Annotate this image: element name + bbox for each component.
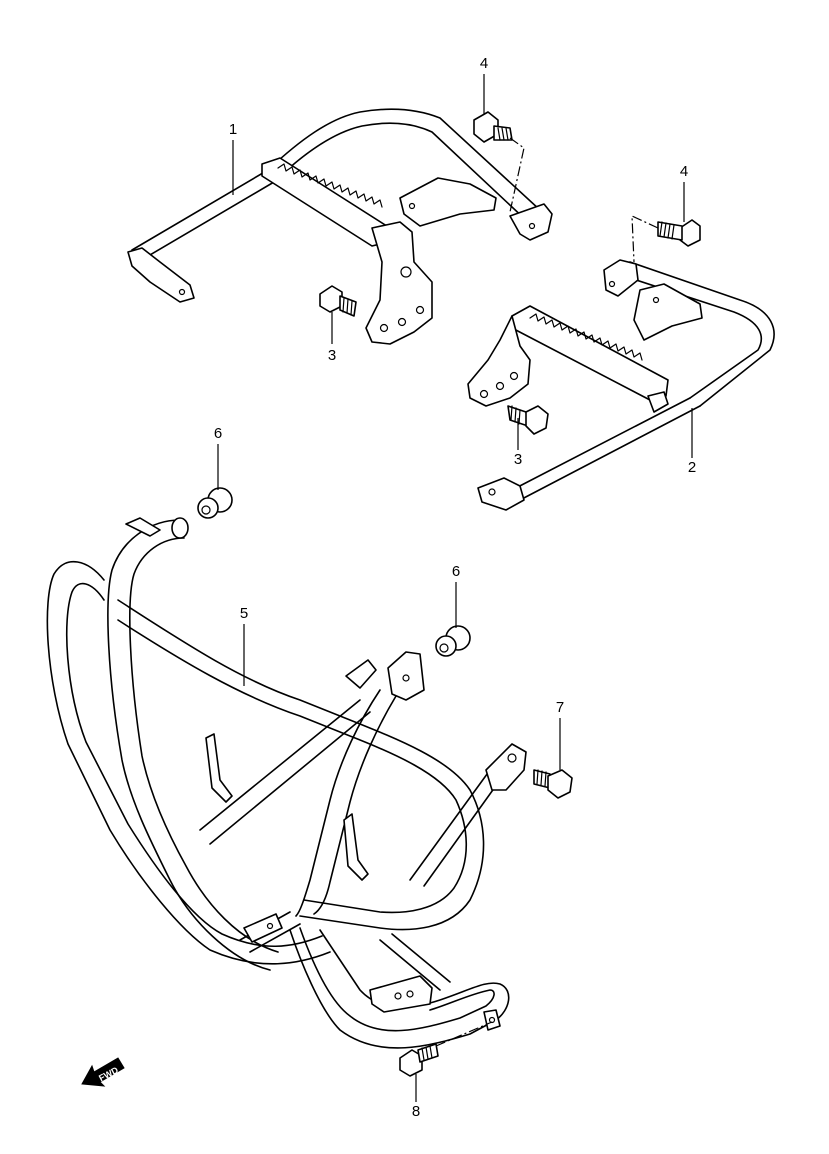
bolt-8 — [399, 1043, 439, 1077]
callout-4-lower: 4 — [679, 163, 689, 180]
front-bumper — [46, 517, 527, 1049]
leader-lines — [217, 74, 693, 1102]
bolt-3-left — [319, 285, 357, 317]
callout-2: 2 — [687, 459, 697, 476]
grommet-6-upper — [197, 487, 233, 519]
alignment-line-bolt-4-upper — [509, 137, 525, 213]
callout-1: 1 — [228, 121, 238, 138]
callout-3-left: 3 — [327, 347, 337, 364]
callout-8: 8 — [411, 1103, 421, 1120]
callout-6-upper: 6 — [213, 425, 223, 442]
footrest-bracket-left — [127, 108, 553, 345]
alignment-line-bolt-8 — [435, 1021, 493, 1047]
bolt-4-upper — [473, 111, 513, 143]
callout-4-upper: 4 — [479, 55, 489, 72]
footrest-bracket-right — [467, 259, 775, 511]
alignment-line-bolt-4-lower — [631, 215, 659, 263]
bolt-3-right — [507, 405, 549, 435]
callout-6-lower: 6 — [451, 563, 461, 580]
bolt-4-lower — [657, 219, 701, 247]
bolt-7 — [533, 769, 573, 799]
callout-5: 5 — [239, 605, 249, 622]
grommet-6-lower — [435, 625, 471, 657]
callout-7: 7 — [555, 699, 565, 716]
callout-3-right: 3 — [513, 451, 523, 468]
fwd-arrow-icon: FWD — [81, 1057, 125, 1087]
